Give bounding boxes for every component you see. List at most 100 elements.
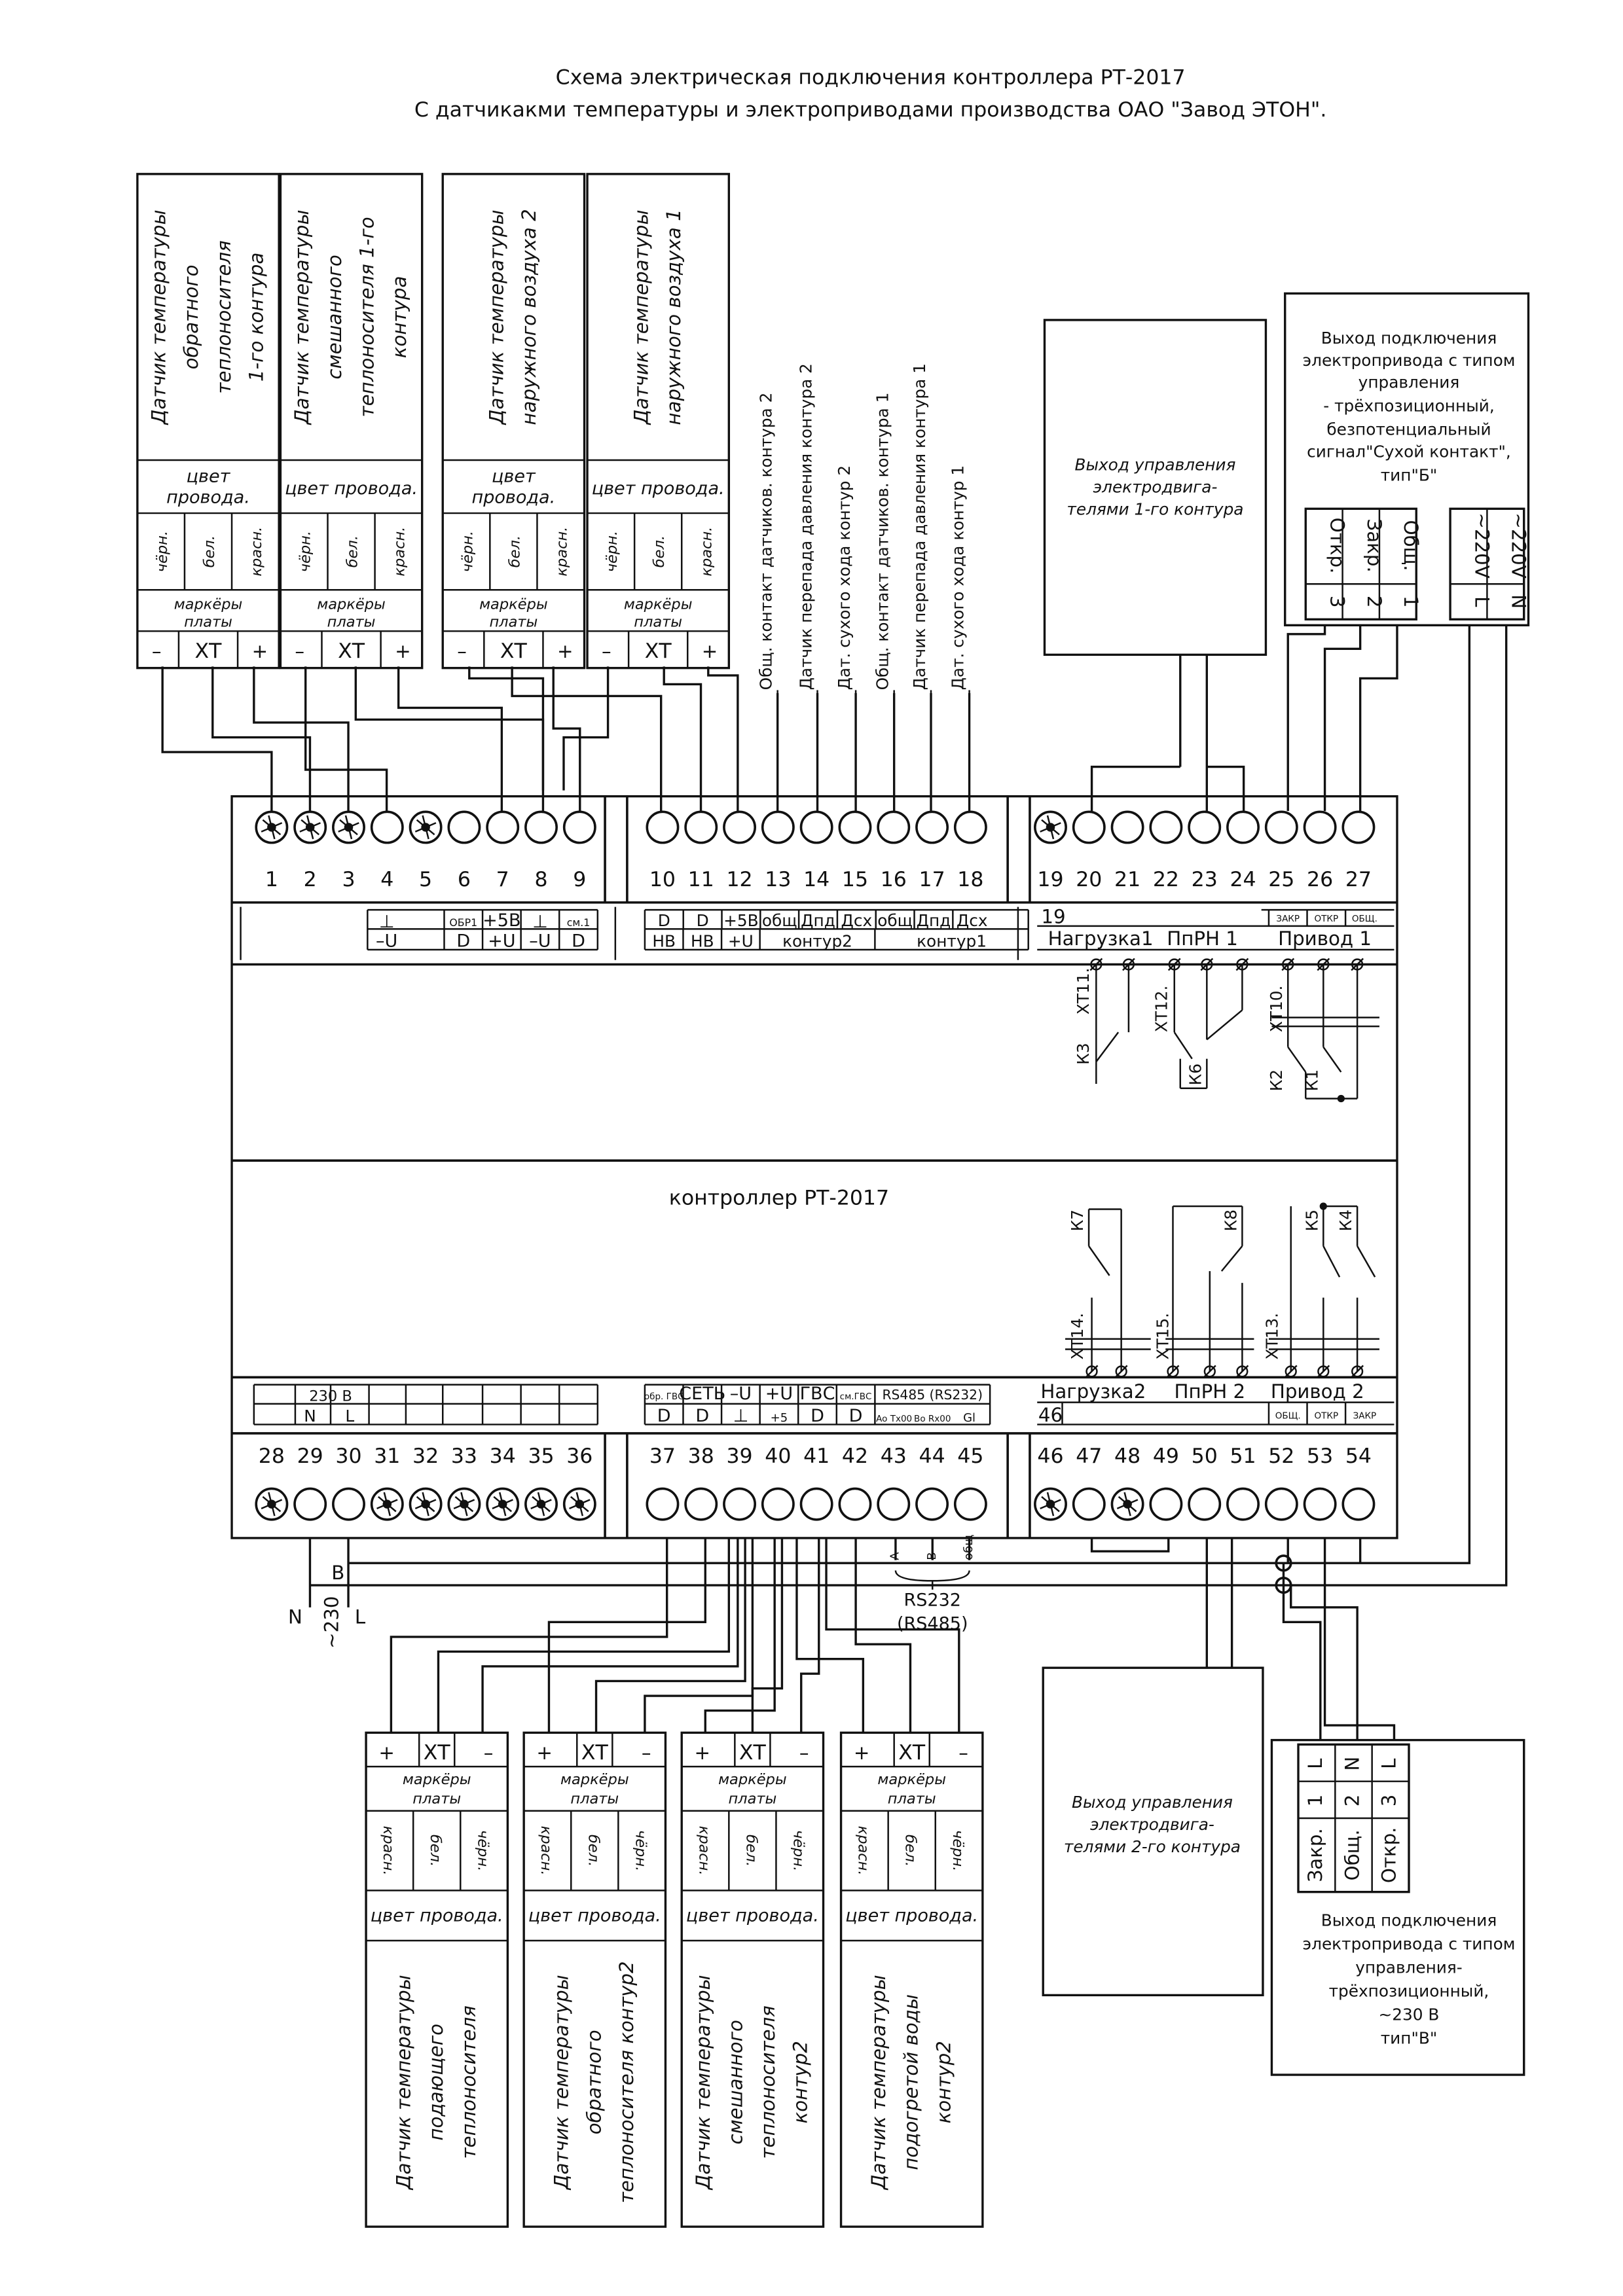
contact-nub [1167, 1365, 1179, 1378]
sensor-name-line: смешанного [725, 2020, 747, 2144]
drive-b-term-block [1304, 507, 1417, 620]
terminal-54 [1341, 1487, 1376, 1521]
strip-top-cell: Дпд [917, 911, 951, 930]
terminal-number: 7 [496, 868, 509, 891]
terminal-44 [915, 1487, 949, 1521]
contact-nub [1203, 1365, 1216, 1378]
drive-v-desc-line-1: Выход подключения [1321, 1910, 1497, 1929]
strip-top-cell: ⊥ [532, 912, 548, 932]
power-pin: N [304, 1407, 316, 1426]
terminal-number: 17 [919, 868, 945, 891]
markers-label: маркёры [877, 1771, 946, 1788]
strip-top-cell: общ [877, 911, 913, 930]
xt-label: ХТ [898, 1741, 926, 1765]
terminal-39 [723, 1487, 757, 1521]
terminal-2 [293, 810, 327, 844]
xt-minus: – [602, 640, 611, 662]
terminal-number: 8 [534, 868, 547, 891]
strip-bottom-cell: контур2 [782, 931, 852, 950]
markers-label: маркёры [718, 1771, 787, 1788]
strip-group-label: ПпРН 1 [1167, 927, 1238, 950]
strip-top-cell: +U [765, 1384, 793, 1404]
wire-color: бел. [344, 535, 361, 567]
drive-v-term-pin: N [1341, 1757, 1363, 1771]
strip-bottom-cell: D [456, 931, 470, 951]
drive-v-term-num: 3 [1378, 1795, 1400, 1807]
contact-nub [1200, 958, 1214, 971]
terminal-screw [344, 823, 354, 832]
terminal-28 [255, 1487, 289, 1521]
color-label: цвет [492, 467, 536, 487]
strip-bottom-cell: Bo Rx00 [914, 1414, 951, 1424]
wire-color: красн. [380, 1826, 397, 1876]
contact-nub [1122, 958, 1135, 971]
strip-small-cell: ОБЩ. [1275, 1410, 1301, 1421]
xt-label: ХТ [424, 1741, 451, 1765]
terminal-number: 21 [1114, 868, 1140, 891]
sensor-name-line: 1-го контура [245, 253, 267, 382]
strip-bottom-cell: НВ [652, 931, 676, 950]
markers-label: платы [184, 614, 232, 631]
terminal-screw [267, 823, 276, 832]
contact-nub [1281, 958, 1295, 971]
strip-top-cell: +5В [483, 910, 520, 931]
terminal-53 [1303, 1487, 1337, 1521]
terminal-11 [684, 810, 718, 844]
terminal-22 [1149, 810, 1183, 844]
wire-color: бел. [506, 535, 523, 567]
rs-b-label: B [925, 1552, 939, 1560]
terminal-screw [498, 1499, 507, 1509]
contact-nub [1203, 1365, 1216, 1378]
terminal-23 [1188, 810, 1222, 844]
sensor-name-line: теплоносителя [757, 2005, 779, 2159]
sensor-name-line: Датчик температуры [148, 209, 170, 425]
markers-label: маркёры [479, 596, 548, 613]
power-pin: L [345, 1407, 354, 1426]
xt-plus: + [252, 640, 268, 662]
terminal-number: 54 [1345, 1444, 1372, 1468]
terminal-number: 25 [1268, 868, 1294, 891]
contact-nub [1089, 958, 1103, 971]
relay-group-top [1089, 958, 1395, 1103]
terminal-34 [486, 1487, 520, 1521]
terminal-18 [953, 810, 987, 844]
motor-box-1-line-2: электродвига- [1093, 478, 1218, 497]
terminal-screw [536, 1499, 546, 1509]
terminal-27 [1341, 810, 1376, 844]
strip-top-cell: см.1 [567, 916, 591, 929]
terminal-3 [332, 810, 365, 844]
relay-label-k1: К1 [1302, 1069, 1321, 1091]
strip-top-cell: Дсх [841, 911, 873, 930]
relay-label-k2: К2 [1267, 1069, 1286, 1091]
terminal-26 [1303, 810, 1337, 844]
terminal-number: 28 [259, 1444, 285, 1468]
mains-n-label: N [288, 1606, 302, 1628]
markers-label: платы [570, 1790, 619, 1807]
strip-bottom-cell: контур1 [917, 931, 987, 950]
sensor-name-line: подающего [425, 2024, 447, 2141]
strip-group-label: Привод 2 [1271, 1380, 1364, 1403]
sensor-name-line: теплоносителя контур2 [615, 1961, 638, 2203]
strip-bottom-cell: +5 [771, 1411, 788, 1425]
terminal-number: 10 [649, 868, 676, 891]
contact-nub [1085, 1365, 1099, 1378]
wire-color: красн. [855, 1826, 872, 1876]
terminal-number: 26 [1307, 868, 1333, 891]
sensor-name-line: Датчик температуры [291, 209, 313, 425]
markers-label: платы [888, 1790, 936, 1807]
terminal-number: 45 [957, 1444, 983, 1468]
contact-nub [1285, 1365, 1297, 1378]
sensor-frame [441, 173, 586, 670]
xt-label: ХТ [581, 1741, 609, 1765]
terminal-43 [877, 1487, 911, 1521]
terminal-number: 34 [490, 1444, 516, 1468]
strip-top-cell: общ [762, 911, 797, 930]
strip-bottom-cell: Ao Tx00 [876, 1414, 912, 1424]
sensor-name-line: обратного [583, 2030, 605, 2134]
